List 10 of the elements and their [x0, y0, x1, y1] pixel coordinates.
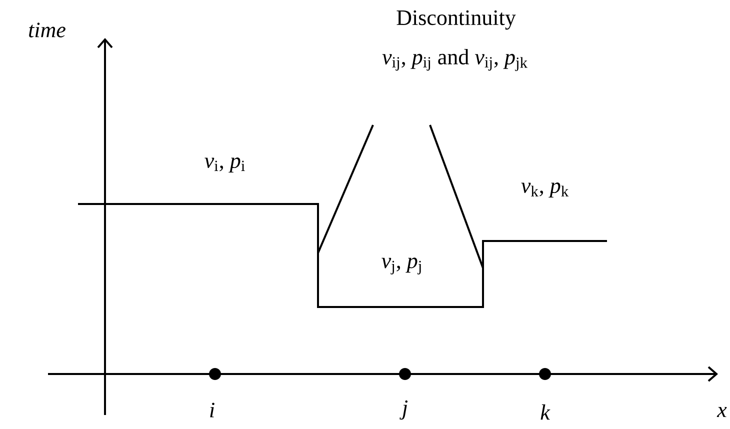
point-label: k: [540, 404, 550, 420]
state-label: v$_{i}$, p$_{i}$: [204, 157, 245, 173]
annotation-text: Discontinuity: [396, 10, 516, 30]
point-label: i: [210, 402, 214, 418]
annotation-text: v$_{ij}$, p$_{ij}$ and v$_{ij}$, p$_{jk}$: [382, 48, 528, 72]
time-label: time: [29, 22, 66, 38]
axis-label: x: [716, 406, 727, 418]
state-label: v$_{k}$, p$_{k}$: [521, 182, 569, 198]
point-label: j: [400, 400, 408, 420]
state-label: v$_{j}$, p$_{j}$: [382, 258, 421, 274]
